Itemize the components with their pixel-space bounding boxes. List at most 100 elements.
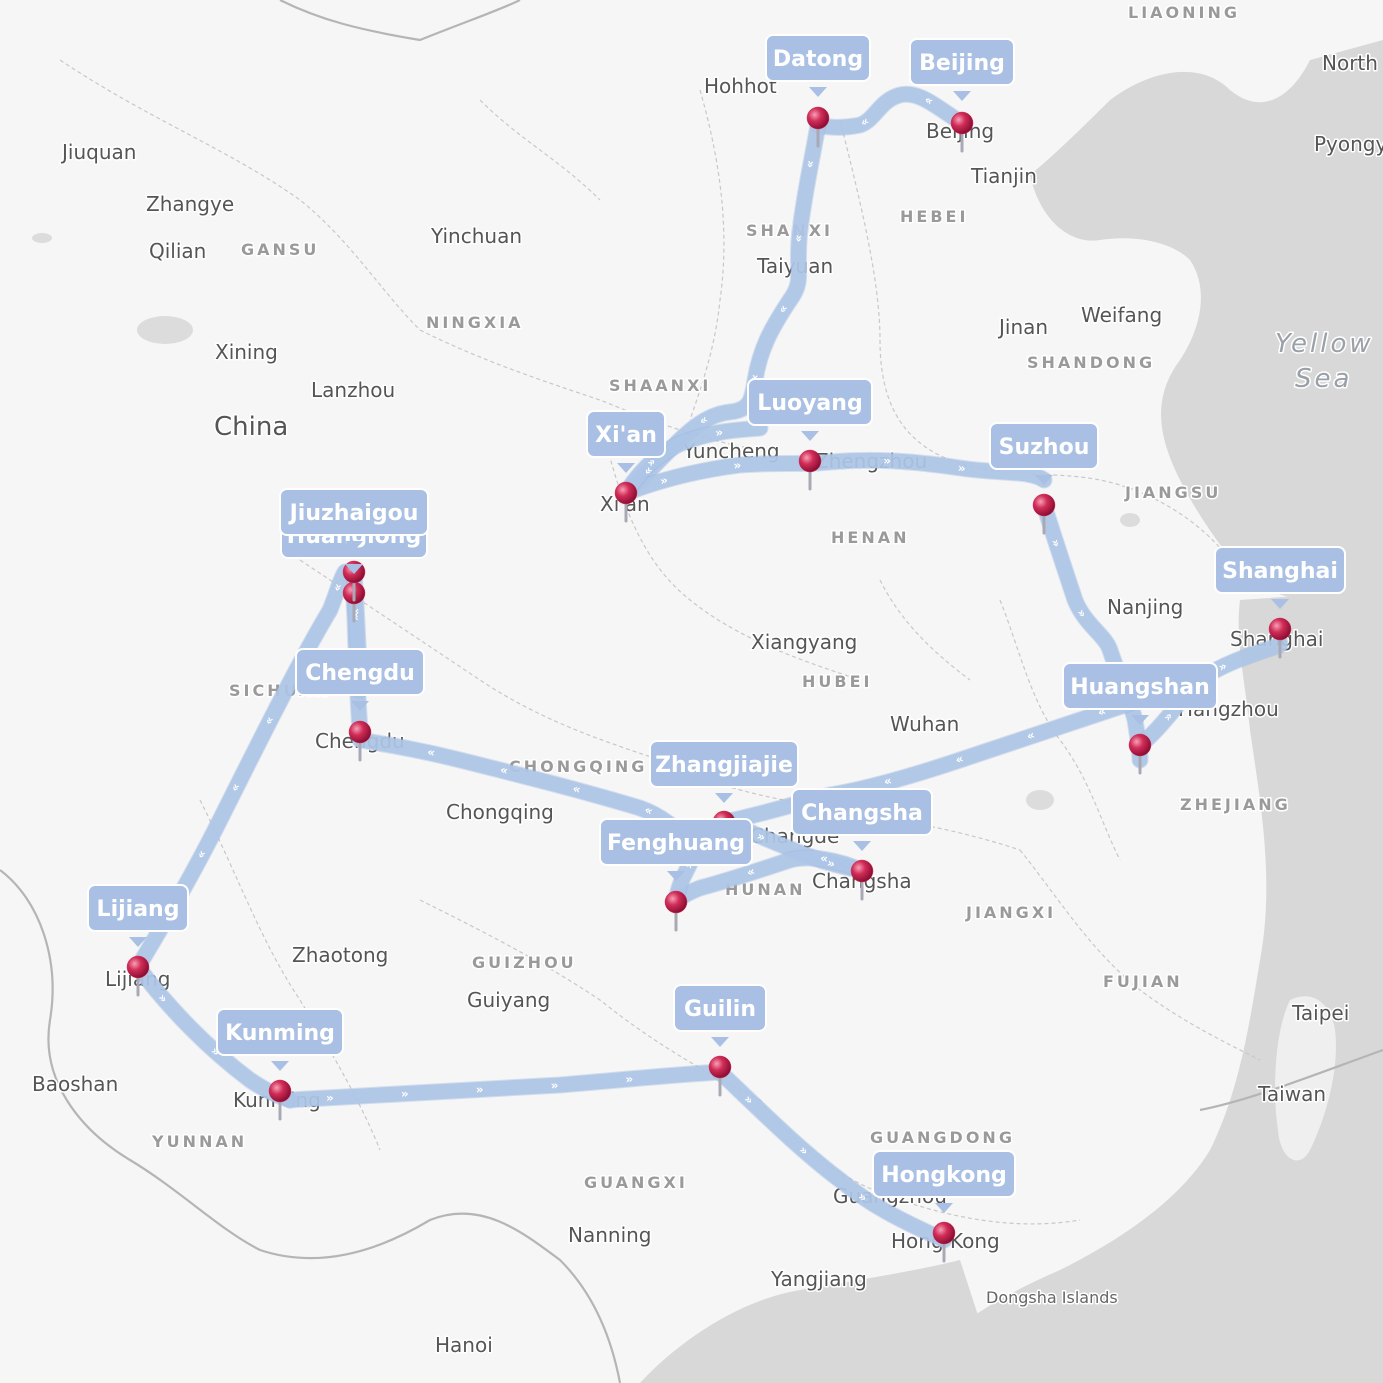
province-label: LIAONING — [1128, 3, 1240, 22]
province-label: SHAANXI — [609, 376, 711, 395]
stop-label-box — [295, 648, 425, 696]
route-direction-chevron-icon: » — [1025, 728, 1037, 744]
stop-label-pointer-icon — [1131, 715, 1149, 725]
map-pin-icon[interactable] — [850, 859, 874, 901]
stop-label[interactable]: Suzhou — [989, 422, 1099, 485]
route-direction-chevron-icon: » — [792, 234, 807, 243]
province-label: ZHEJIANG — [1180, 795, 1291, 814]
map-pin-icon[interactable] — [950, 111, 974, 153]
stop-label-box — [1214, 546, 1346, 594]
stop-label[interactable]: Xi'an — [586, 410, 666, 473]
stop-label-box — [765, 34, 871, 82]
map-pin-icon[interactable] — [1268, 617, 1292, 659]
route-direction-chevron-icon: » — [330, 582, 346, 594]
stop-label-text: Changsha — [801, 801, 923, 826]
stop-label[interactable]: Jiuzhaigou — [279, 488, 429, 551]
route-direction-chevron-icon: » — [426, 746, 437, 761]
province-label: HUNAN — [725, 880, 806, 899]
stop-label[interactable]: Lijiang — [87, 884, 189, 947]
stop-label[interactable]: Kunming — [216, 1008, 344, 1071]
map-pin-icon[interactable] — [1128, 733, 1152, 775]
province-label: HENAN — [831, 528, 909, 547]
province-label: JIANGXI — [965, 903, 1056, 922]
stop-label[interactable]: Chengdu — [295, 648, 425, 711]
sea-label-yellow: Yellow — [1275, 329, 1374, 359]
city-label: Lanzhou — [311, 378, 395, 402]
stop-label-pointer-icon — [935, 1203, 953, 1213]
city-label: Yangjiang — [770, 1267, 867, 1291]
map-pin-icon[interactable] — [126, 955, 150, 997]
province-label: YUNNAN — [151, 1132, 247, 1151]
stop-label-box — [909, 38, 1015, 86]
stop-label-pointer-icon — [801, 431, 819, 441]
city-label: Wuhan — [890, 712, 959, 736]
stop-label-text: Kunming — [225, 1021, 335, 1046]
route-direction-chevron-icon: » — [550, 1078, 559, 1092]
map-pin-icon[interactable] — [268, 1079, 292, 1121]
stop-label[interactable]: Beijing — [909, 38, 1015, 101]
stop-label-text: Chengdu — [305, 661, 415, 686]
province-label: GUIZHOU — [472, 953, 577, 972]
stop-label-box — [649, 740, 799, 788]
stop-label-box — [599, 818, 753, 866]
route-direction-chevron-icon: » — [475, 1082, 484, 1096]
city-label: Nanning — [568, 1223, 652, 1247]
map-pin-icon[interactable] — [806, 106, 830, 148]
route-direction-chevron-icon: » — [1048, 537, 1064, 549]
city-label: Zhaotong — [292, 943, 388, 967]
stop-label[interactable]: Luoyang — [747, 378, 873, 441]
city-label: Pyongy — [1314, 132, 1383, 156]
route-direction-chevron-icon: » — [349, 608, 363, 617]
route-direction-chevron-icon: » — [714, 425, 724, 440]
stop-label-box — [279, 488, 429, 536]
province-label: GUANGDONG — [870, 1128, 1015, 1147]
stop-label[interactable]: Changsha — [791, 788, 933, 851]
city-label: North — [1322, 51, 1378, 75]
province-label: HUBEI — [802, 672, 872, 691]
map-pin-icon[interactable] — [708, 1055, 732, 1097]
pin-layer — [126, 106, 1292, 1263]
stop-label-text: Xi'an — [595, 423, 657, 448]
route-direction-chevron-icon: » — [954, 752, 966, 768]
stop-label-box — [989, 422, 1099, 470]
stop-label[interactable]: Datong — [765, 34, 871, 97]
route-direction-chevron-icon: » — [883, 454, 891, 468]
stop-label-box — [673, 984, 767, 1032]
route-direction-chevron-icon: » — [571, 782, 582, 798]
map-pin-icon[interactable] — [798, 449, 822, 491]
city-label: Qilian — [149, 239, 206, 263]
bohai-yellow-sea — [1030, 40, 1383, 604]
south-china-sea — [640, 1260, 1000, 1383]
map-pin-icon[interactable] — [664, 890, 688, 932]
stop-label[interactable]: Shanghai — [1214, 546, 1346, 609]
stop-label[interactable]: Zhangjiajie — [649, 740, 799, 803]
stop-label[interactable]: Huangshan — [1062, 662, 1218, 725]
stop-label[interactable]: Guilin — [673, 984, 767, 1047]
stop-label-box — [872, 1150, 1016, 1198]
city-label: Yinchuan — [430, 224, 522, 248]
map-pin-icon[interactable] — [614, 481, 638, 523]
stop-label-pointer-icon — [129, 937, 147, 947]
route-direction-chevron-icon: » — [882, 774, 893, 790]
map-pin-icon[interactable] — [932, 1221, 956, 1263]
route-segment — [1036, 497, 1148, 768]
map-pin-icon[interactable] — [1032, 493, 1056, 535]
province-label: NINGXIA — [426, 313, 524, 332]
stop-label[interactable]: Fenghuang — [599, 818, 753, 881]
east-china-sea — [900, 590, 1383, 1383]
city-label: Hohhot — [704, 74, 777, 98]
route-direction-chevron-icon: » — [498, 763, 509, 778]
map-pin-icon[interactable] — [348, 720, 372, 762]
city-label: Chongqing — [446, 800, 554, 824]
stop-label-box — [747, 378, 873, 426]
stop-label[interactable]: Hongkong — [872, 1150, 1016, 1213]
city-label: Xiangyang — [751, 630, 857, 654]
route-segment — [810, 86, 970, 135]
route-segment — [618, 452, 1052, 501]
stop-label-text: Zhangjiajie — [655, 753, 793, 778]
city-label: Taipei — [1291, 1001, 1349, 1025]
lakes — [32, 233, 1140, 810]
stop-label-pointer-icon — [809, 87, 827, 97]
